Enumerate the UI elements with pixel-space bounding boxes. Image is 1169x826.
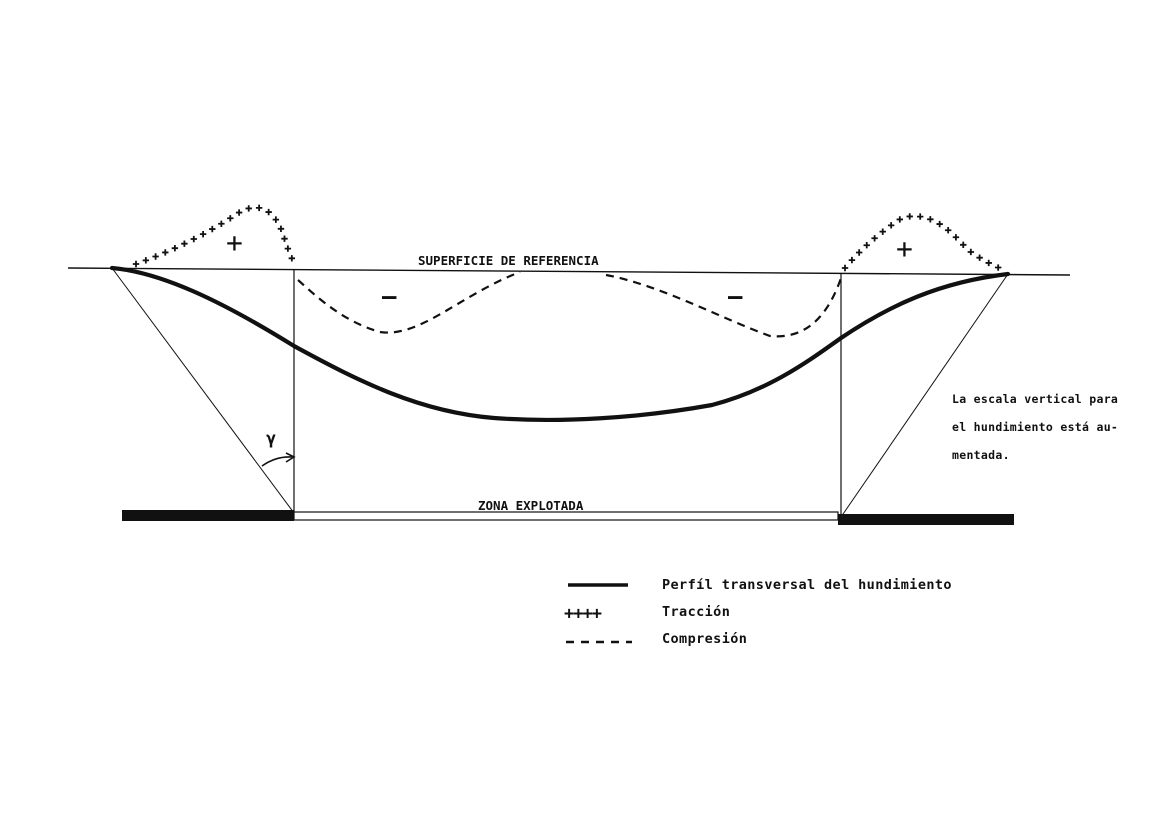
tension-plus-mark	[284, 245, 292, 252]
angle-arc	[261, 456, 293, 467]
tension-plus-mark	[190, 235, 197, 243]
tension-curve-left	[136, 208, 296, 266]
plus-sign-right: +	[896, 232, 913, 265]
tension-plus-mark	[960, 241, 967, 248]
dashed-line-symbol	[566, 640, 632, 644]
tension-plus-mark	[132, 260, 140, 268]
angle-arrow	[285, 452, 296, 463]
note-line-3: mentada.	[952, 448, 1010, 462]
tension-plus-mark	[871, 235, 878, 242]
note-line-1: La escala vertical para	[952, 392, 1119, 406]
tension-plus-mark	[272, 216, 280, 223]
tension-plus-mark	[265, 208, 272, 216]
tension-plus-mark	[887, 222, 895, 229]
tension-plus-mark	[288, 255, 296, 262]
reference-surface-line	[67, 267, 1071, 276]
tension-plus-mark	[967, 248, 975, 256]
minus-sign-left: —	[382, 282, 397, 310]
seam-right	[838, 514, 1014, 525]
minus-sign-right: —	[728, 282, 743, 310]
tension-plus-mark	[235, 209, 243, 216]
exploited-zone-label: ZONA EXPLOTADA	[478, 498, 584, 513]
solid-line-symbol	[568, 583, 628, 587]
tension-plus-mark	[199, 230, 207, 238]
note-line-2: el hundimiento está au-	[952, 420, 1119, 434]
svg-text:++++: ++++	[564, 604, 602, 624]
tension-plus-mark	[944, 227, 952, 234]
tension-plus-mark	[879, 228, 886, 235]
tension-plus-mark	[994, 264, 1002, 271]
tension-plus-mark	[152, 253, 159, 260]
compression-curve-right	[605, 273, 843, 338]
exploited-zone	[293, 511, 839, 521]
legend-label-profile: Perfíl transversal del hundimiento	[662, 577, 952, 593]
tension-plus-mark	[218, 220, 225, 227]
legend-item-profile: Perfíl transversal del hundimiento	[560, 573, 1020, 600]
tension-plus-mark	[916, 213, 924, 220]
tension-plus-mark	[142, 257, 150, 264]
tension-curve-right	[845, 216, 1005, 270]
legend-label-tension: Tracción	[662, 604, 731, 620]
tension-plus-mark	[952, 234, 960, 241]
tension-plus-mark	[162, 249, 169, 256]
tension-plus-mark	[848, 256, 856, 264]
legend-item-tension: ++++ Tracción	[560, 600, 1020, 627]
legend-label-compression: Compresión	[662, 631, 748, 647]
vertical-scale-note: La escala vertical para el hundimiento e…	[952, 385, 1142, 469]
tension-plus-mark	[277, 225, 285, 232]
tension-plus-mark	[171, 244, 179, 252]
legend-item-compression: Compresión	[560, 627, 1020, 654]
seam-left	[122, 510, 294, 521]
tension-plus-mark	[255, 204, 263, 212]
tension-plus-mark	[181, 240, 188, 247]
tension-plus-mark	[281, 235, 288, 242]
tension-plus-mark	[855, 249, 863, 256]
tension-plus-mark	[927, 216, 934, 223]
tension-plus-mark	[863, 242, 870, 249]
tension-plus-mark	[906, 213, 913, 220]
compression-curve-left	[297, 270, 521, 334]
angle-label: γ	[266, 429, 276, 449]
legend: Perfíl transversal del hundimiento ++++ …	[560, 573, 1020, 654]
tension-plus-mark	[976, 254, 983, 261]
plus-marks-symbol: ++++	[564, 604, 603, 624]
left-draw-angle-line	[111, 267, 295, 514]
right-draw-angle-line	[840, 273, 1009, 518]
tension-plus-mark	[227, 215, 234, 222]
plus-sign-left: +	[226, 226, 243, 259]
subsidence-profile-curve	[109, 265, 1011, 423]
tension-plus-mark	[936, 220, 943, 228]
reference-surface-label: SUPERFICIE DE REFERENCIA	[418, 253, 599, 268]
tension-marks	[132, 204, 1002, 272]
tension-plus-mark	[985, 259, 992, 267]
tension-plus-mark	[896, 216, 904, 223]
tension-plus-mark	[245, 205, 252, 212]
tension-plus-mark	[841, 264, 849, 272]
tension-plus-mark	[209, 225, 216, 233]
